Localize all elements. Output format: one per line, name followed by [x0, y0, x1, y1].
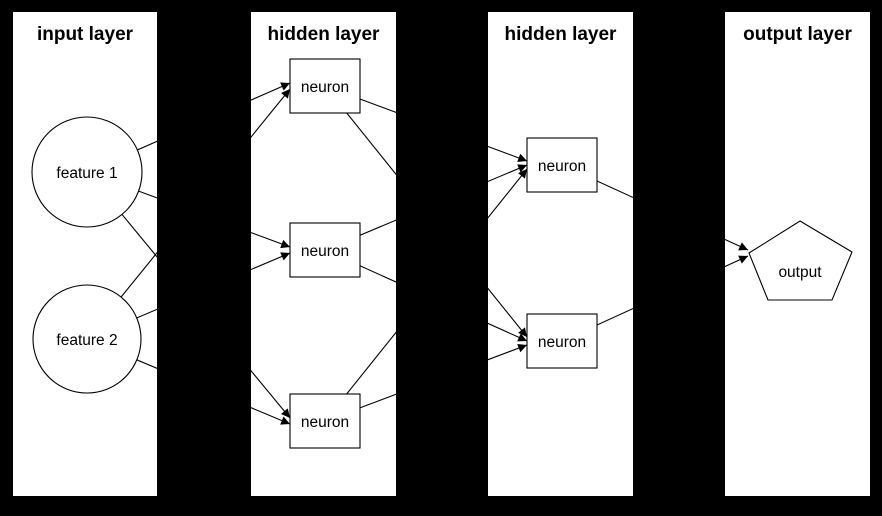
panel-hidden-layer-2: [488, 12, 633, 496]
input-layer-title: input layer: [37, 24, 134, 45]
neuron-2-label: neuron: [301, 243, 349, 260]
hidden1-node-neuron-2: [289, 222, 361, 278]
hidden1-node-neuron-1: [289, 58, 361, 114]
hidden-layer-2-title: hidden layer: [505, 24, 618, 45]
neuron-5-label: neuron: [538, 334, 586, 351]
neuron-4-label: neuron: [538, 158, 586, 175]
feature-1-label: feature 1: [56, 165, 117, 182]
output-label: output: [778, 264, 822, 281]
hidden-layer-1-title: hidden layer: [268, 24, 381, 45]
hidden2-node-neuron-1: [526, 137, 598, 193]
input-node-feature-2: [32, 284, 142, 394]
output-node-pentagon: [748, 220, 853, 301]
panel-input-layer: [13, 12, 157, 496]
output-layer-title: output layer: [743, 24, 852, 45]
neuron-1-label: neuron: [301, 79, 349, 96]
hidden2-node-neuron-2: [526, 313, 598, 369]
feature-2-label: feature 2: [56, 332, 117, 349]
hidden1-node-neuron-3: [289, 393, 361, 449]
input-node-feature-1: [31, 116, 143, 228]
edge-neuron1-to-neuron5: [324, 85, 528, 338]
neuron-3-label: neuron: [301, 414, 349, 431]
